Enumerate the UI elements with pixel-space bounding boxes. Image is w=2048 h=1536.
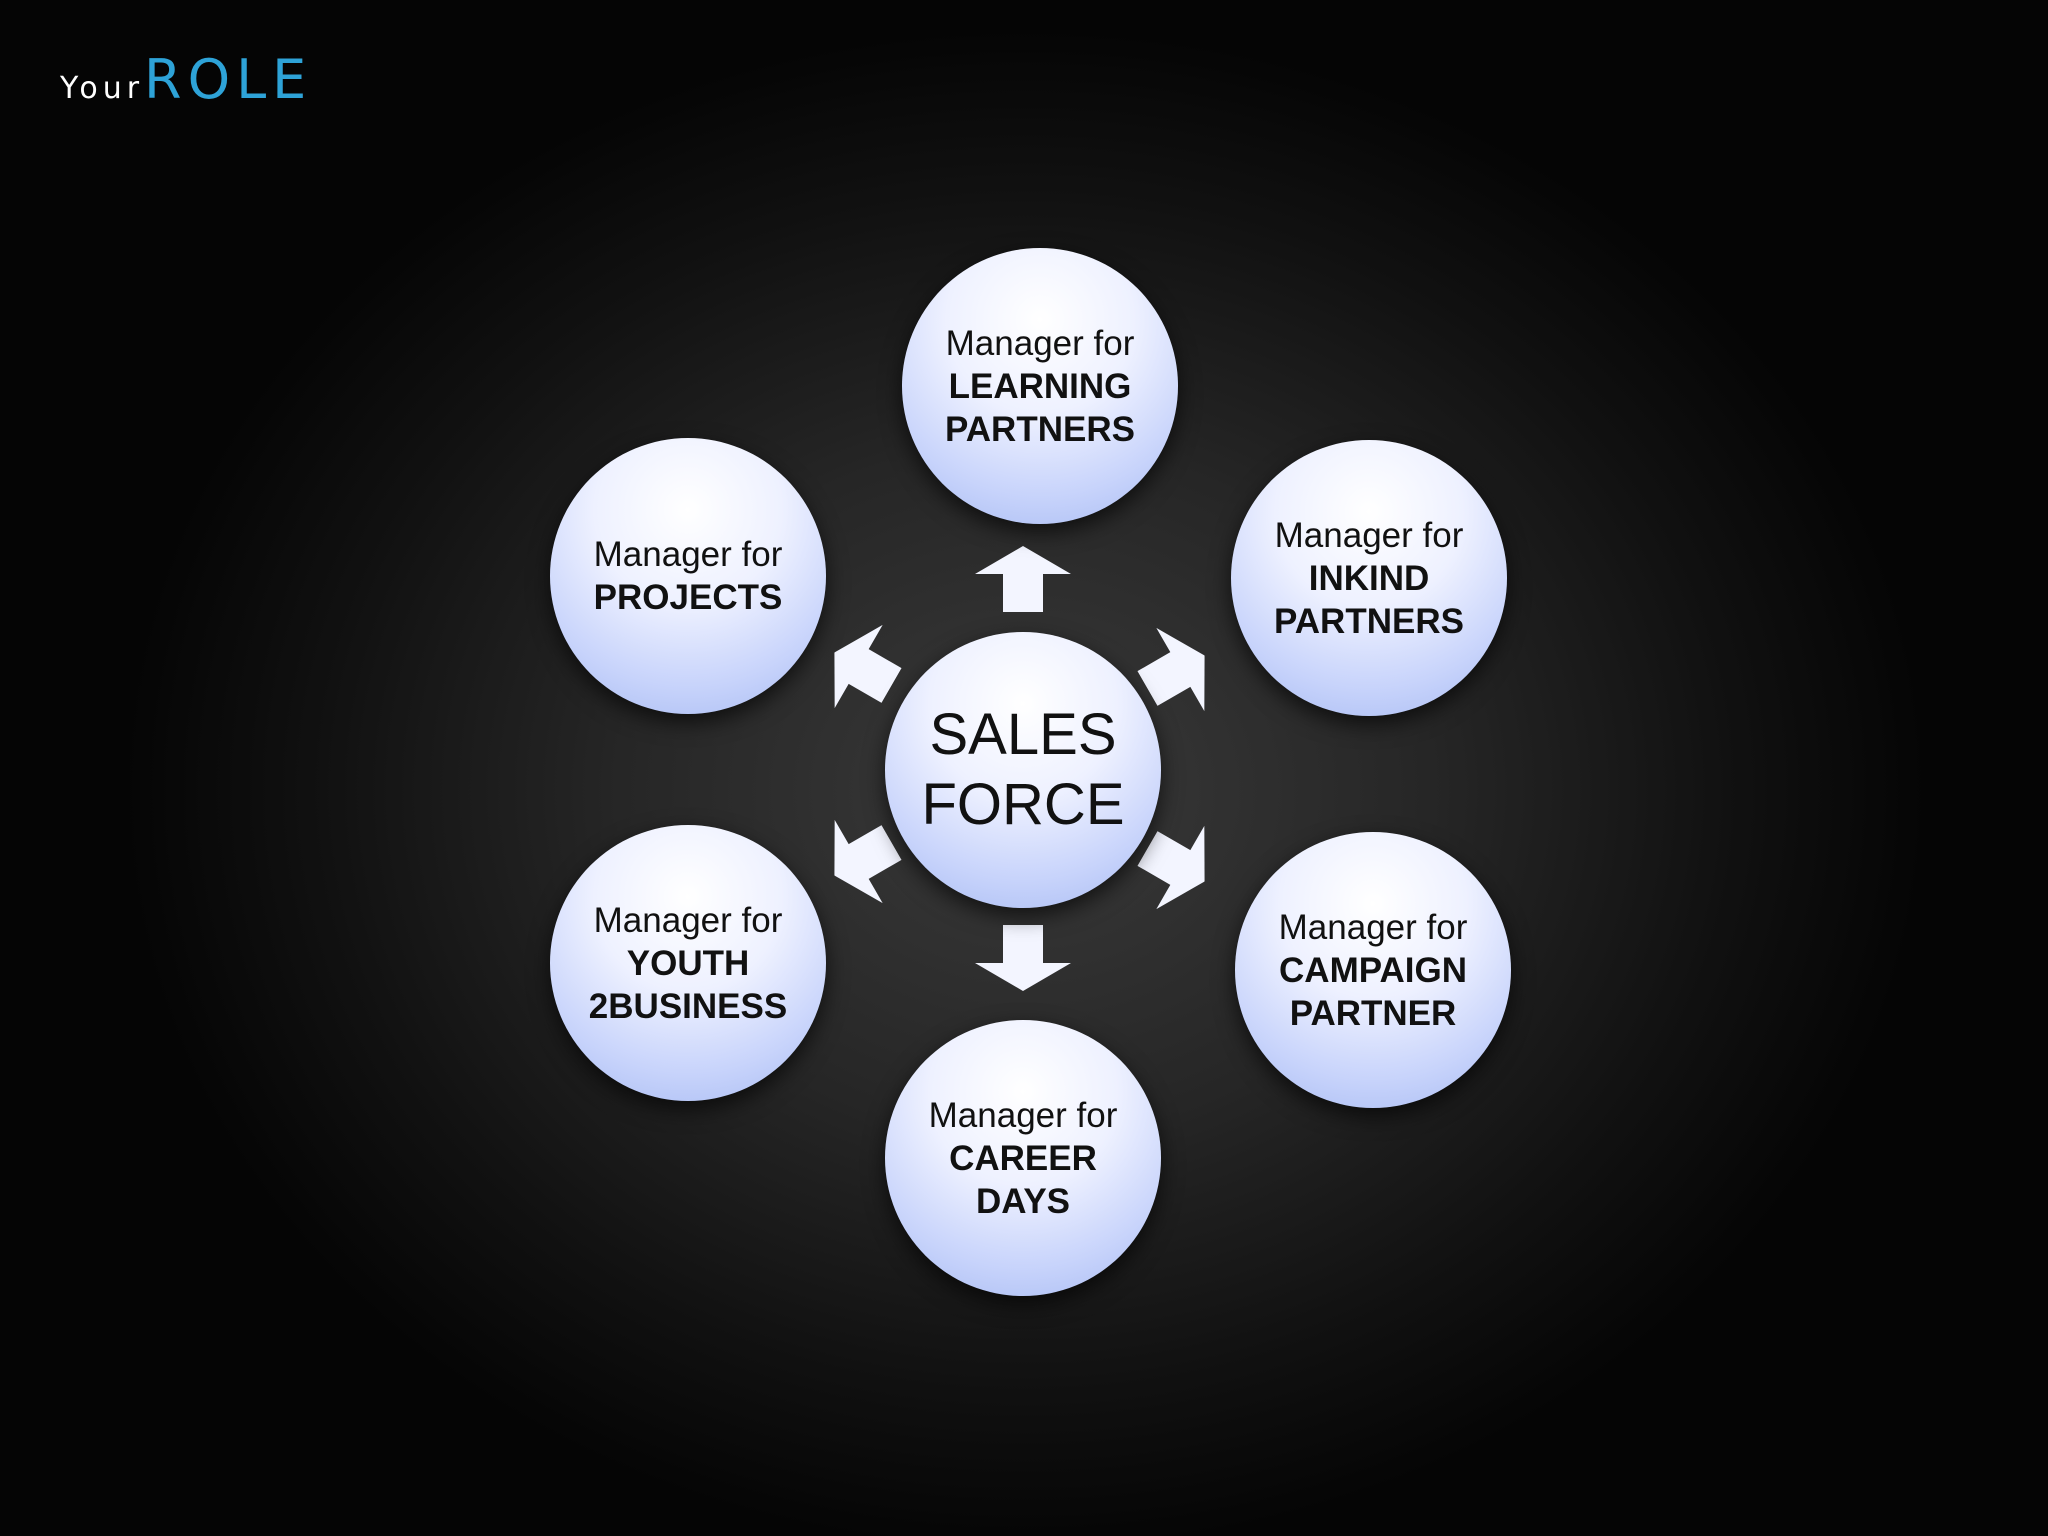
center-node-sales-force: SALES FORCE [885, 632, 1161, 908]
arrow-down-icon [975, 925, 1071, 991]
center-line-1: SALES [929, 702, 1117, 767]
node-focus: LEARNING PARTNERS [945, 366, 1135, 449]
node-prefix: Manager for [1278, 907, 1468, 947]
node-inkind-partners: Manager for INKIND PARTNERS [1231, 440, 1507, 716]
node-prefix: Manager for [1274, 515, 1464, 555]
arrow-up-icon [975, 546, 1071, 612]
node-career-days: Manager for CAREER DAYS [885, 1020, 1161, 1296]
node-learning-partners: Manager for LEARNING PARTNERS [902, 248, 1178, 524]
center-line-2: FORCE [921, 772, 1125, 837]
arrow-upper-right-icon [1137, 627, 1205, 712]
node-campaign-partner: Manager for CAMPAIGN PARTNER [1235, 832, 1511, 1108]
node-prefix: Manager for [593, 900, 783, 940]
node-focus: INKIND PARTNERS [1274, 558, 1464, 641]
node-youth-2business: Manager for YOUTH 2BUSINESS [550, 825, 826, 1101]
node-projects: Manager for PROJECTS [550, 438, 826, 714]
brand-name: ROLE [144, 48, 313, 111]
node-focus: YOUTH 2BUSINESS [588, 943, 788, 1026]
brand-prefix: Your [60, 71, 145, 106]
node-focus: CAREER DAYS [949, 1138, 1097, 1221]
node-prefix: Manager for [928, 1095, 1118, 1135]
arrow-upper-left-icon [834, 624, 902, 709]
arrow-lower-left-icon [834, 819, 902, 904]
arrow-lower-right-icon [1137, 825, 1205, 910]
node-focus: PROJECTS [593, 578, 783, 617]
brand-logo: YourROLE [60, 48, 312, 111]
node-prefix: Manager for [593, 535, 783, 574]
node-prefix: Manager for [945, 323, 1135, 363]
node-focus: CAMPAIGN PARTNER [1279, 950, 1467, 1033]
